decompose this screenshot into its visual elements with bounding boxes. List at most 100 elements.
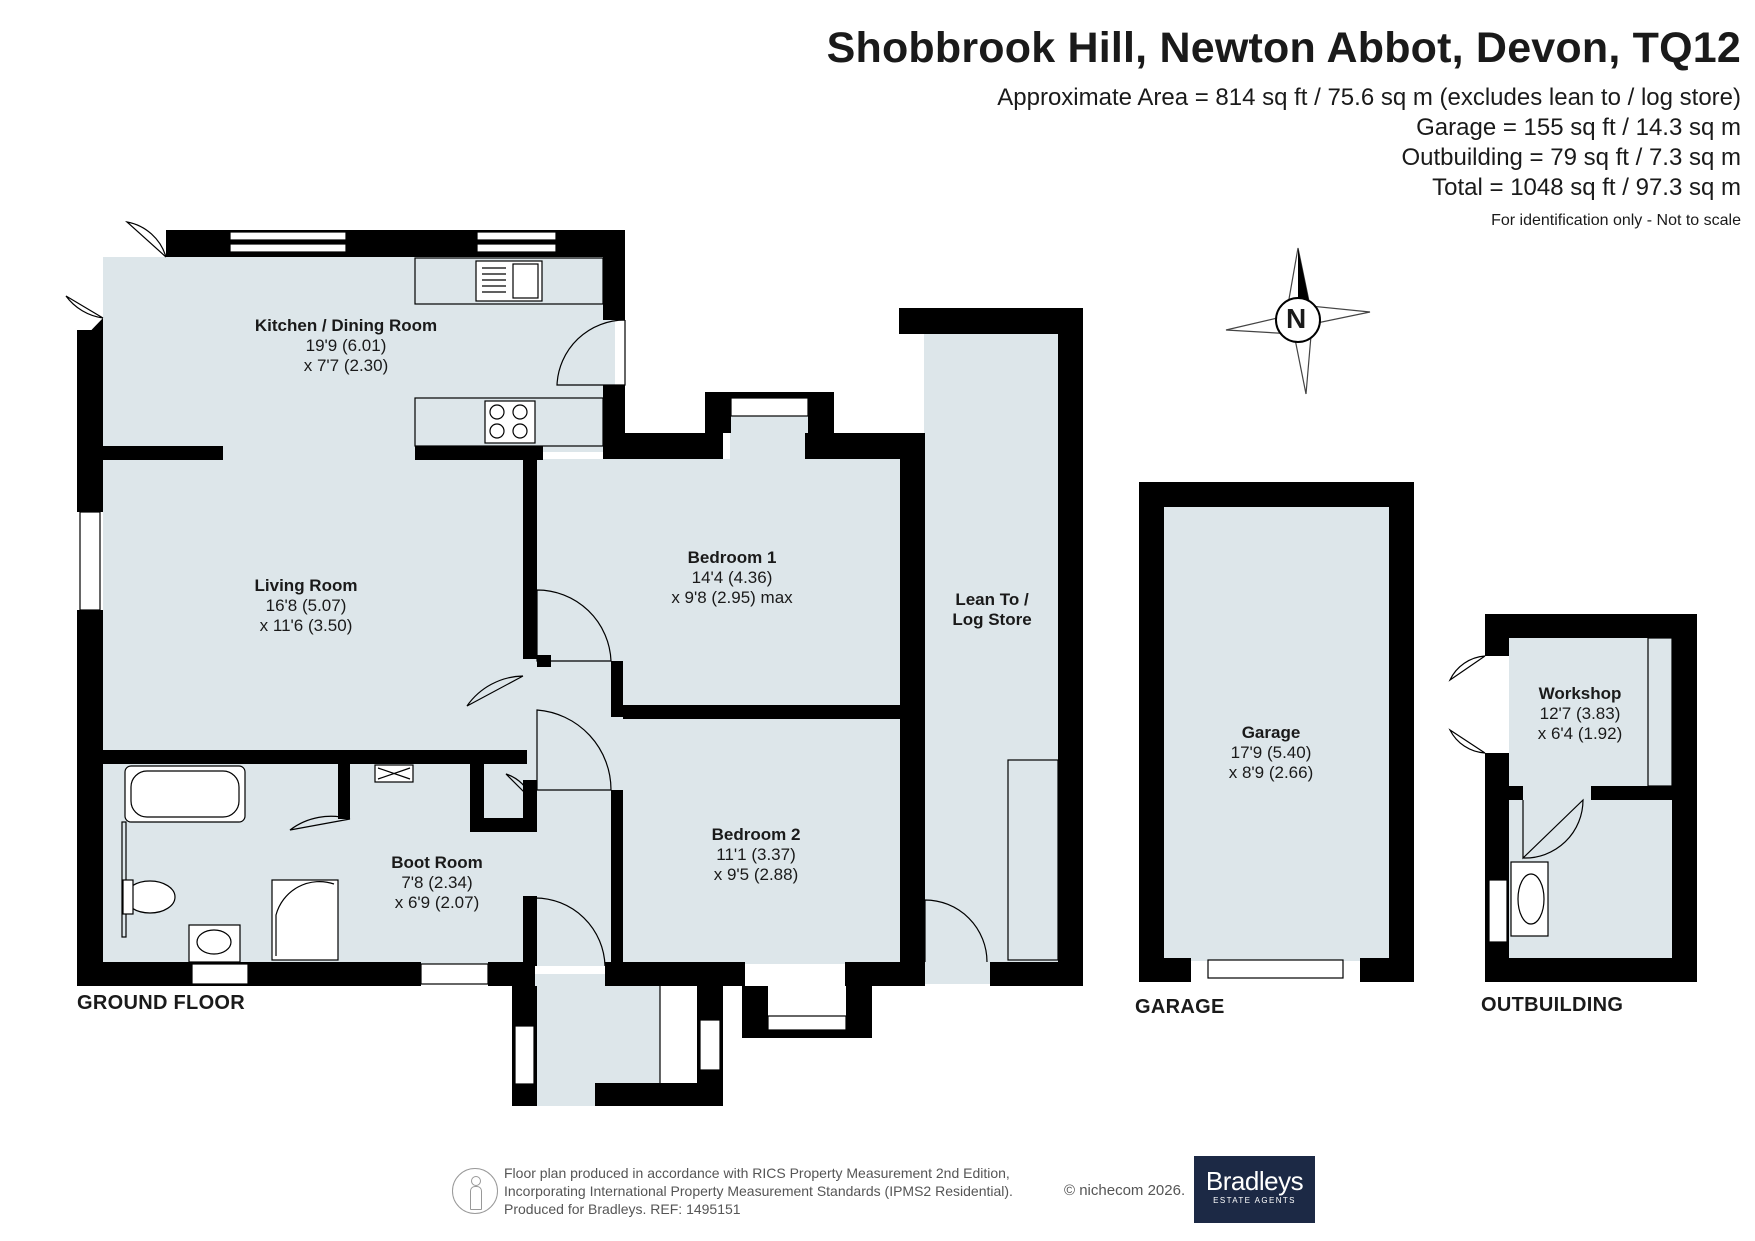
garage-floor bbox=[1164, 507, 1389, 961]
room-dimension: 12'7 (3.83) bbox=[1539, 704, 1621, 723]
kitchen-ext-door-a bbox=[125, 221, 167, 258]
room-label-workshop: Workshop 12'7 (3.83) x 6'4 (1.92) bbox=[1538, 684, 1623, 744]
leanto-top-wall bbox=[899, 308, 1083, 334]
bay-top bbox=[705, 392, 834, 398]
room-dimension: x 11'6 (3.50) bbox=[259, 616, 353, 635]
room-dimension: x 6'9 (2.07) bbox=[394, 893, 480, 912]
logo-subtitle: ESTATE AGENTS bbox=[1213, 1196, 1296, 1205]
left-wall-bottom bbox=[77, 610, 103, 986]
left-wall-top bbox=[77, 330, 103, 512]
room-dimension: 19'9 (6.01) bbox=[305, 336, 387, 355]
copyright-text: © nichecom 2026. bbox=[1064, 1182, 1186, 1199]
ob-bottom-wall bbox=[1485, 958, 1697, 982]
kitchen-window-left-b bbox=[229, 243, 347, 253]
bath-inner bbox=[130, 770, 240, 818]
kitchen-window-right-b bbox=[476, 243, 557, 253]
boot-room-floor bbox=[338, 763, 523, 964]
bay-left bbox=[705, 392, 731, 433]
ob-right-wall bbox=[1672, 614, 1697, 982]
room-name: Living Room bbox=[254, 576, 358, 595]
room-dimension: x 7'7 (2.30) bbox=[303, 356, 389, 375]
room-dimension: x 8'9 (2.66) bbox=[1228, 763, 1314, 782]
sink-bowl bbox=[512, 263, 539, 299]
porch-window-right bbox=[699, 1019, 721, 1071]
room-name: Bedroom 2 bbox=[711, 825, 801, 844]
bed1-door-jamb bbox=[611, 661, 623, 717]
kitchen-window-left bbox=[229, 231, 347, 241]
leanto-right-wall bbox=[1058, 308, 1083, 986]
kitchen-living-divider-right bbox=[415, 446, 543, 460]
ob-basin bbox=[1510, 861, 1549, 937]
ob-left-wall-bottom bbox=[1485, 753, 1509, 982]
bedroom2-floor bbox=[623, 717, 903, 964]
bay-floor bbox=[730, 415, 810, 459]
ground-bottom-wall-right2 bbox=[845, 962, 925, 986]
section-label-ground-floor: GROUND FLOOR bbox=[77, 992, 246, 1014]
sink-drainer bbox=[482, 267, 506, 293]
leanto-shelf bbox=[1007, 759, 1059, 961]
ob-left-wall-top bbox=[1485, 614, 1509, 656]
bootroom-door bbox=[289, 815, 351, 831]
front-door bbox=[534, 897, 606, 967]
page-title: Shobbrook Hill, Newton Abbot, Devon, TQ1… bbox=[826, 24, 1741, 72]
garage-bottom-left bbox=[1139, 958, 1191, 982]
garage-door bbox=[1207, 959, 1344, 979]
bedroom2-left-wall bbox=[611, 790, 623, 966]
ob-inner-wall bbox=[1509, 786, 1523, 800]
approx-area-line: Approximate Area = 814 sq ft / 75.6 sq m… bbox=[997, 84, 1741, 111]
room-name: Bedroom 1 bbox=[687, 548, 777, 567]
total-area-line: Total = 1048 sq ft / 97.3 sq m bbox=[1432, 174, 1741, 201]
room-name: Boot Room bbox=[391, 853, 483, 872]
room-dimension: 11'1 (3.37) bbox=[716, 845, 796, 864]
cupboard-bottom bbox=[470, 818, 532, 832]
shower bbox=[271, 879, 339, 961]
door-swings bbox=[65, 221, 1584, 1083]
room-dimension: 14'4 (4.36) bbox=[691, 568, 773, 587]
room-dimension: x 9'8 (2.95) max bbox=[671, 588, 793, 607]
living-room-floor bbox=[103, 452, 523, 752]
cupboard-right bbox=[523, 780, 537, 832]
bay-right bbox=[808, 392, 834, 433]
kitchen-living-divider-left bbox=[103, 446, 223, 460]
room-label-living: Living Room 16'8 (5.07) x 11'6 (3.50) bbox=[255, 576, 358, 636]
porch-window-left bbox=[514, 1025, 535, 1085]
ob-top-wall bbox=[1485, 614, 1697, 638]
kitchen-ext-door-b bbox=[65, 295, 104, 319]
footer-line: Floor plan produced in accordance with R… bbox=[504, 1165, 1010, 1181]
toilet-cistern bbox=[122, 879, 134, 915]
bath-bootroom-divider bbox=[338, 764, 350, 819]
logo-name: Bradleys bbox=[1205, 1166, 1304, 1196]
footer-notes: Floor plan produced in accordance with R… bbox=[504, 1164, 1013, 1218]
ob-divider bbox=[1591, 786, 1672, 800]
windows bbox=[79, 231, 1508, 1085]
workshop-ext-door-b bbox=[1448, 728, 1486, 754]
section-label-garage: GARAGE bbox=[1135, 996, 1225, 1018]
garage-area-line: Garage = 155 sq ft / 14.3 sq m bbox=[1416, 114, 1741, 141]
ground-bottom-wall-mid bbox=[488, 962, 535, 986]
leanto-bottom-wall bbox=[990, 962, 1083, 986]
footer-line: Incorporating International Property Mea… bbox=[504, 1183, 1013, 1199]
bedroom-divider bbox=[623, 705, 900, 719]
ground-bottom-wall-left bbox=[77, 962, 421, 986]
hallway-floor bbox=[523, 659, 623, 966]
outbuilding-area-line: Outbuilding = 79 sq ft / 7.3 sq m bbox=[1401, 144, 1741, 171]
room-name: Garage bbox=[1241, 723, 1301, 742]
disclaimer-note: For identification only - Not to scale bbox=[1491, 212, 1741, 229]
cupboard-door bbox=[505, 773, 533, 801]
ipms-person-icon bbox=[452, 1168, 498, 1214]
bay-window bbox=[730, 397, 809, 417]
bootroom-right-wall bbox=[523, 896, 537, 966]
room-label-garage: Garage 17'9 (5.40) x 8'9 (2.66) bbox=[1229, 723, 1314, 783]
kitchen-side-door bbox=[556, 319, 626, 386]
living-door bbox=[466, 675, 524, 707]
leanto-door bbox=[924, 899, 988, 963]
room-dimension: 16'8 (5.07) bbox=[265, 596, 347, 615]
ground-bottom-wall-right bbox=[605, 962, 745, 986]
bedroom1-right-wall bbox=[900, 433, 925, 964]
room-label-bedroom2: Bedroom 2 11'1 (3.37) x 9'5 (2.88) bbox=[712, 825, 801, 885]
garage-left-wall bbox=[1139, 482, 1164, 982]
compass-rose bbox=[1225, 247, 1371, 395]
bradleys-logo: Bradleys ESTATE AGENTS bbox=[1194, 1156, 1315, 1223]
kitchen-window-right bbox=[476, 231, 557, 241]
bay2-window bbox=[767, 1015, 847, 1031]
